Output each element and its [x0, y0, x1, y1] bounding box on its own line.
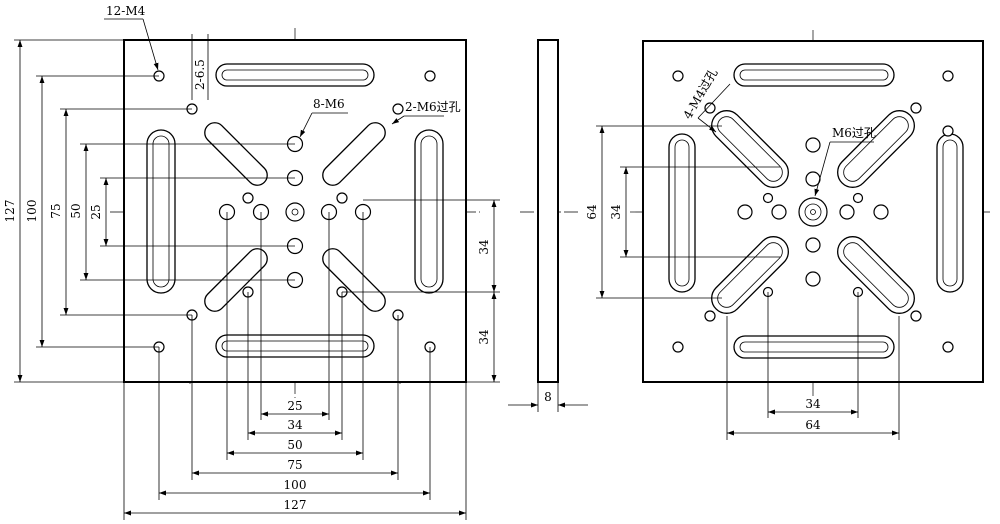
slot-bottom [733, 335, 895, 359]
hole [424, 70, 436, 82]
right-plate-view: 64 34 34 64 4-M4过孔 M6过孔 [585, 30, 990, 440]
slot-diag-tr [837, 110, 915, 188]
dim-75-horizontal: 75 [287, 458, 302, 472]
hole [805, 237, 821, 253]
slot-diag-bl [711, 236, 789, 314]
dim-127-vertical: 127 [3, 200, 17, 223]
hole [762, 192, 774, 204]
hole [805, 171, 821, 187]
dim-25-horizontal: 25 [287, 399, 302, 413]
right-slots [668, 63, 964, 359]
center-hole [285, 202, 305, 222]
left-plate-view: 127 100 75 50 25 34 34 [3, 4, 500, 520]
slot-left [668, 133, 696, 293]
slot-diag-tr [322, 122, 386, 186]
hole [704, 102, 716, 114]
hole [672, 341, 684, 353]
dim-100-horizontal: 100 [284, 478, 307, 492]
hole [672, 70, 684, 82]
slot-right [936, 133, 964, 293]
hole [873, 204, 889, 220]
dim-100-vertical: 100 [25, 200, 39, 223]
slot-top [215, 63, 375, 87]
hole [737, 204, 753, 220]
slot-top [733, 63, 895, 87]
dim-34-horizontal: 34 [805, 397, 821, 411]
dim-75-vertical: 75 [49, 203, 63, 218]
dim-25-vertical: 25 [89, 204, 103, 219]
slot-diag-tl [711, 110, 789, 188]
left-horizontal-dimensions: 25 34 50 75 100 127 [123, 212, 467, 520]
slot-left [146, 129, 176, 294]
hole [852, 192, 864, 204]
hole [942, 125, 954, 137]
hole [910, 102, 922, 114]
callout-8-m6: 8-M6 [313, 97, 345, 111]
hole [242, 192, 254, 204]
hole [942, 341, 954, 353]
center-hole [798, 197, 828, 227]
dim-34-horizontal: 34 [287, 418, 303, 432]
dim-64-horizontal: 64 [805, 418, 821, 432]
left-slots [146, 63, 444, 358]
right-holes [672, 70, 954, 353]
callout-m6-through: M6过孔 [832, 126, 876, 140]
dim-50-vertical: 50 [69, 203, 83, 218]
hole [910, 310, 922, 322]
hole [839, 204, 855, 220]
dim-thickness: 8 [544, 390, 552, 404]
dim-34-vertical: 34 [609, 204, 623, 220]
side-plate-outline [537, 39, 559, 383]
hole [942, 70, 954, 82]
hole [805, 271, 821, 287]
slot-bottom [215, 334, 375, 358]
left-callouts: 12-M4 8-M6 2-M6过孔 2-6.5 [104, 4, 461, 138]
right-vertical-dimensions: 64 34 [585, 125, 780, 299]
dim-64-vertical: 64 [585, 204, 599, 220]
hole [771, 204, 787, 220]
dim-127-horizontal: 127 [284, 498, 307, 512]
slot-diag-tl [204, 122, 268, 186]
hole [336, 192, 348, 204]
dim-34-lower: 34 [477, 329, 491, 345]
slot-diag-br [322, 248, 386, 312]
callout-12-m4: 12-M4 [106, 4, 146, 18]
hole [704, 310, 716, 322]
left-vertical-dimensions: 127 100 75 50 25 34 34 [3, 39, 500, 383]
dim-50-horizontal: 50 [287, 438, 302, 452]
callout-slot-width: 2-6.5 [193, 59, 207, 90]
right-horizontal-dimensions: 34 64 [726, 292, 900, 440]
slot-right [414, 129, 444, 294]
slot-diag-br [837, 236, 915, 314]
hole [805, 137, 821, 153]
hole [392, 103, 404, 115]
side-view: 8 [508, 39, 588, 412]
callout-2-m6-through: 2-M6过孔 [405, 100, 461, 114]
dim-34-upper: 34 [477, 239, 491, 255]
